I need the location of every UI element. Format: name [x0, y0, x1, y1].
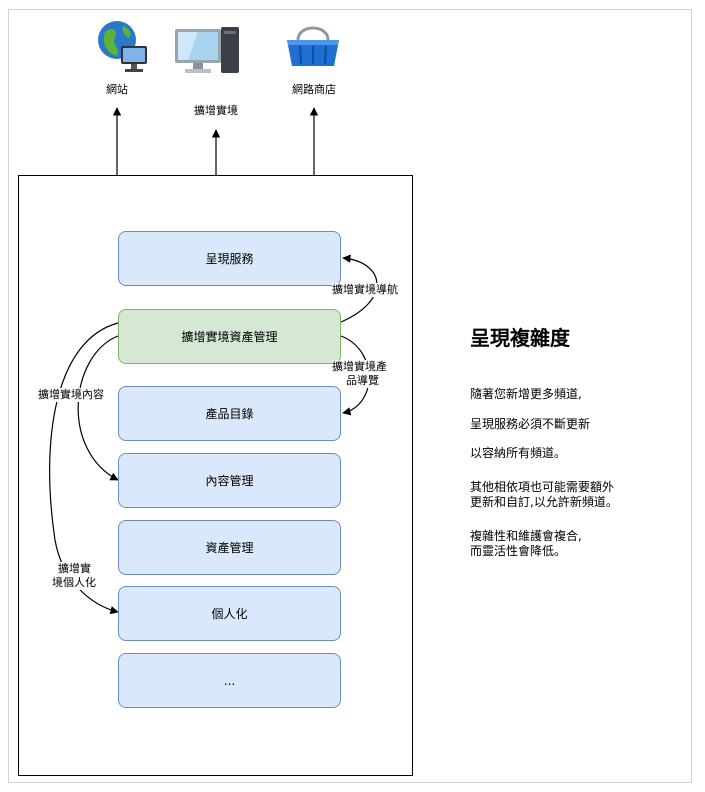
edge-label-ar-product-2: 品導覽 — [346, 374, 379, 388]
channel-label-web: 網站 — [106, 83, 128, 96]
content-management-label: 內容管理 — [205, 474, 254, 488]
shopping-basket-icon — [284, 20, 342, 70]
side-title: 呈現複雜度 — [470, 326, 570, 350]
channel-label-ar: 擴增實境 — [194, 104, 238, 117]
side-paragraph-2: 呈現服務必須不斷更新 — [470, 417, 591, 431]
product-catalog-box: 產品目錄 — [118, 386, 341, 441]
content-management-box: 內容管理 — [118, 453, 341, 508]
side-paragraph-4b: 更新和自訂,以允許新頻道。 — [470, 495, 618, 509]
side-paragraph-4a: 其他相依項也可能需要額外 — [470, 480, 615, 494]
diagram-frame — [8, 9, 692, 783]
edge-label-ar-product-1: 擴增實境產 — [332, 360, 387, 374]
asset-management-box: 資產管理 — [118, 520, 341, 575]
presentation-service-box: 呈現服務 — [118, 231, 341, 286]
asset-management-label: 資產管理 — [205, 541, 254, 555]
edge-label-ar-personal-2: 境個人化 — [52, 576, 96, 590]
channel-label-store: 網路商店 — [292, 83, 336, 96]
product-catalog-label: 產品目錄 — [205, 407, 254, 421]
side-paragraph-3: 以容納所有頻道。 — [470, 446, 567, 460]
edge-label-ar-nav: 擴增實境導航 — [332, 283, 398, 297]
more-box: ... — [118, 653, 341, 708]
ar-asset-management-box: 擴增實境資產管理 — [118, 309, 341, 364]
arrow-ar-content — [77, 335, 119, 481]
monitor-tower-icon — [173, 25, 241, 77]
globe-monitor-icon — [95, 18, 151, 74]
arrow-ar-personal — [49, 322, 119, 615]
personalization-box: 個人化 — [118, 586, 341, 641]
side-paragraph-1: 隨著您新增更多頻道, — [470, 387, 582, 401]
presentation-service-label: 呈現服務 — [205, 252, 254, 266]
more-label: ... — [223, 673, 236, 688]
personalization-label: 個人化 — [211, 607, 248, 621]
edge-label-ar-personal-1: 擴增實 — [58, 562, 91, 576]
ar-asset-management-label: 擴增實境資產管理 — [181, 330, 278, 344]
side-paragraph-5a: 複雜性和維護會複合, — [470, 529, 582, 543]
side-paragraph-5b: 而靈活性會降低。 — [470, 544, 567, 558]
edge-label-ar-content: 擴增實境內容 — [38, 388, 104, 402]
